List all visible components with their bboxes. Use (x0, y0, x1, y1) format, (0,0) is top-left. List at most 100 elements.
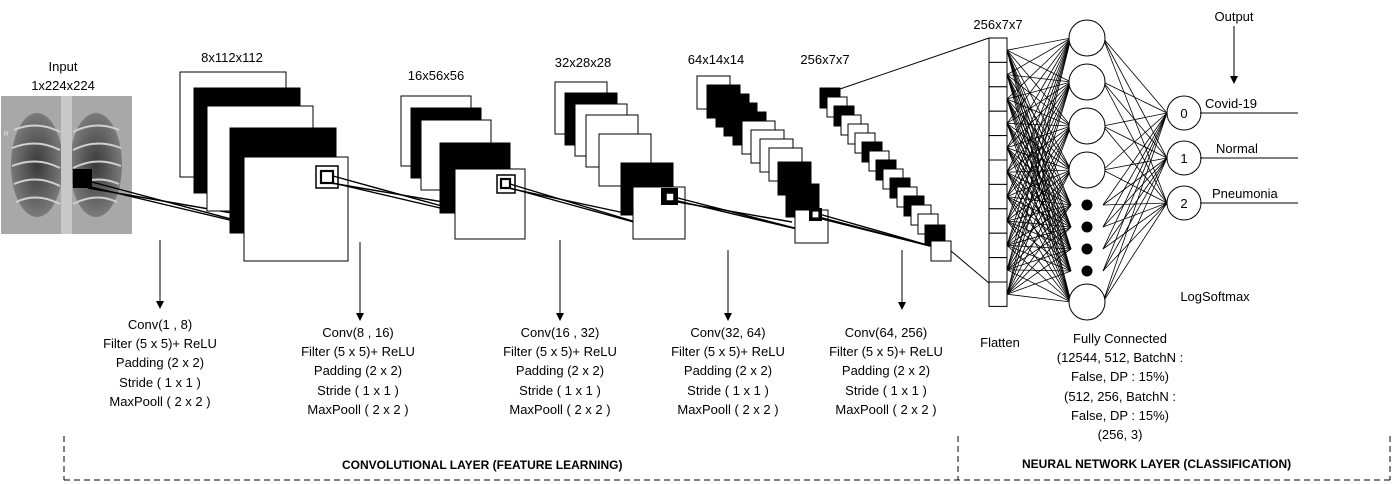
dense-edge (1102, 157, 1168, 303)
nn-section-label: NEURAL NETWORK LAYER (CLASSIFICATION) (1022, 457, 1292, 471)
feature-map-stack-5 (819, 87, 952, 262)
dense-edge (1006, 226, 1072, 295)
dense-edge (1006, 269, 1072, 303)
dense-edge (1006, 81, 1072, 100)
section-separators (63, 436, 1391, 481)
dense-edge (1102, 81, 1168, 159)
flatten-cell (988, 257, 1008, 283)
filter-window-1 (73, 169, 92, 188)
dense-edge (1006, 37, 1072, 51)
output-label-1: Normal (1216, 141, 1258, 156)
conv2-output-dims: 16x56x56 (407, 68, 465, 83)
dense-edge (1006, 196, 1072, 272)
activation-label: LogSoftmax (1180, 289, 1250, 304)
dense-edge (1006, 169, 1072, 271)
ellipsis-dot (1081, 199, 1093, 211)
dense-edge (1006, 169, 1072, 246)
output-label-0: Covid-19 (1205, 96, 1258, 111)
dense-edge (1006, 123, 1072, 127)
dense-edge (1006, 81, 1072, 246)
hidden-neuron (1068, 151, 1106, 189)
dense-edge (1006, 171, 1072, 272)
dense-edge (1006, 37, 1072, 149)
conv3-output-dims: 32x28x28 (554, 55, 612, 70)
hidden-layer-nodes (1068, 19, 1106, 321)
dense-edge (1006, 37, 1072, 173)
input-xray-image: R (1, 96, 132, 234)
dense-edge (1006, 98, 1072, 127)
projection-lines-5 (817, 213, 946, 251)
dense-edge (1006, 125, 1072, 173)
output-layer-nodes: 012 (1166, 95, 1202, 221)
dense-edge (1006, 204, 1072, 295)
flatten-label: Flatten (980, 335, 1020, 350)
dense-edge (1006, 123, 1072, 171)
dense-edge (1102, 157, 1168, 250)
dense-edge (1006, 196, 1072, 228)
dense-edge (1006, 37, 1072, 124)
dense-edge (1006, 169, 1072, 222)
conv4-output-dims: 64x14x14 (687, 52, 745, 67)
flatten-cell (988, 86, 1008, 112)
dense-edge (1006, 293, 1072, 303)
dense-edge (1006, 245, 1072, 272)
output-title: Output (1214, 9, 1254, 24)
flatten-cell (988, 61, 1008, 88)
projection-lines-4 (671, 196, 819, 235)
output-neuron-index: 0 (1180, 106, 1187, 121)
dense-edge (1102, 125, 1168, 204)
dense-edge (1102, 112, 1168, 127)
dense-edge (1006, 226, 1072, 271)
dense-edge (1102, 202, 1168, 272)
dense-edge (1006, 98, 1072, 171)
dense-edge (1006, 248, 1072, 295)
conv1-output-dims: 8x112x112 (201, 50, 263, 65)
dense-edge (1006, 37, 1072, 246)
hidden-neuron (1068, 283, 1106, 321)
ellipsis-dot (1081, 243, 1093, 255)
dense-edge (1006, 81, 1072, 270)
flatten-cell (988, 159, 1008, 185)
dense-edge (1006, 269, 1072, 272)
dense-edge (1102, 112, 1168, 206)
dense-edge (1102, 37, 1168, 159)
fully-connected-desc: Fully Connected(12544, 512, BatchN :Fals… (1056, 331, 1184, 443)
dense-edge (1006, 245, 1072, 303)
dense-edge (1006, 37, 1072, 197)
input-dims: 1x224x224 (31, 78, 95, 93)
dense-edge (1006, 81, 1072, 197)
dense-connections (1006, 37, 1168, 303)
block-arrows (156, 26, 1238, 321)
feature-map-stack-1 (179, 71, 349, 262)
dense-edge (1006, 37, 1072, 100)
output-neuron-index: 2 (1180, 196, 1187, 211)
flatten-cell (988, 281, 1008, 307)
dense-edge (1102, 157, 1168, 272)
hidden-neuron (1068, 19, 1106, 57)
hidden-neuron (1068, 63, 1106, 101)
dense-edge (1006, 226, 1072, 246)
dense-edge (1102, 112, 1168, 272)
dense-edge (1006, 125, 1072, 295)
dense-edge (1102, 112, 1168, 171)
dense-edge (1006, 81, 1072, 222)
flatten-cell (988, 208, 1008, 234)
conv-section-label: CONVOLUTIONAL LAYER (FEATURE LEARNING) (342, 458, 623, 472)
dense-edge (1006, 125, 1072, 222)
dense-edge (1006, 37, 1072, 295)
flatten-connectors (839, 37, 990, 284)
input-title: Input (48, 59, 78, 74)
dense-edge (1102, 202, 1168, 303)
flatten-vector (988, 37, 1008, 307)
dense-edge (1006, 220, 1072, 303)
dense-edge (1006, 220, 1072, 228)
output-lines (1200, 112, 1298, 204)
dense-edge (1006, 37, 1072, 75)
flatten-cell (988, 232, 1008, 259)
dense-edge (1006, 270, 1072, 295)
